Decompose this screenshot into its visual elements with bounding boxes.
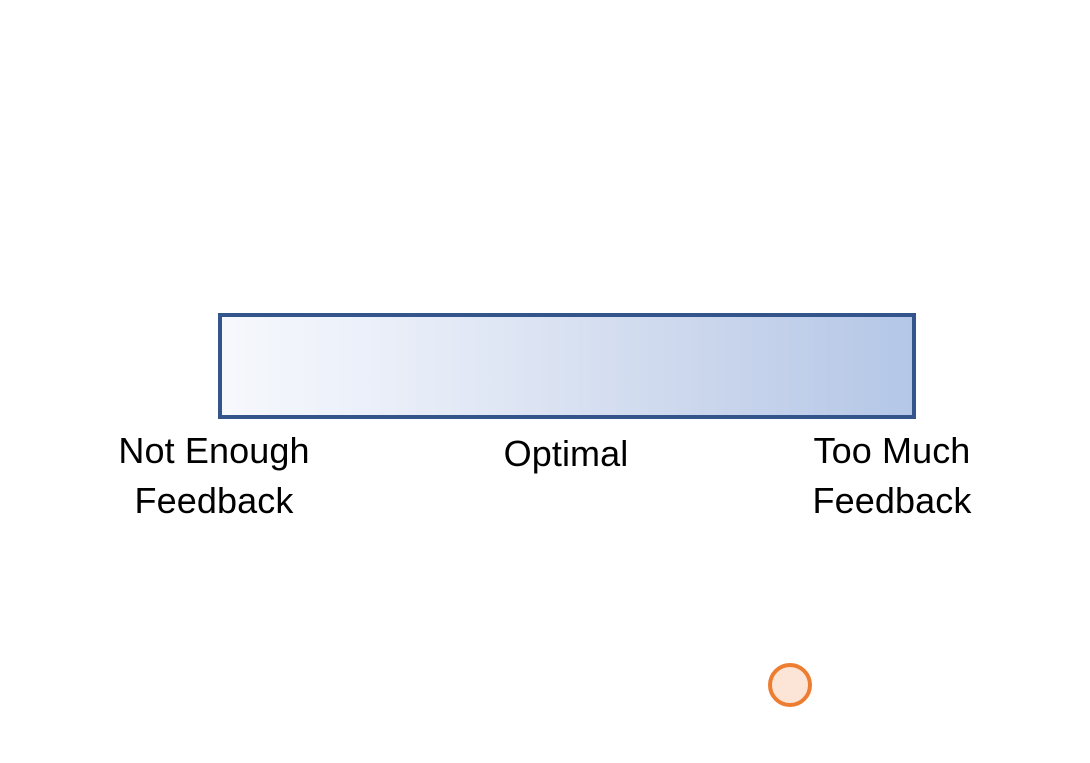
- scale-label-right: Too Much Feedback: [812, 430, 972, 521]
- scale-label-left: Not Enough Feedback: [118, 430, 310, 521]
- scale-label-center: Optimal: [503, 433, 629, 474]
- optimal-position-marker[interactable]: [768, 663, 812, 707]
- feedback-scale-bar: [218, 313, 916, 707]
